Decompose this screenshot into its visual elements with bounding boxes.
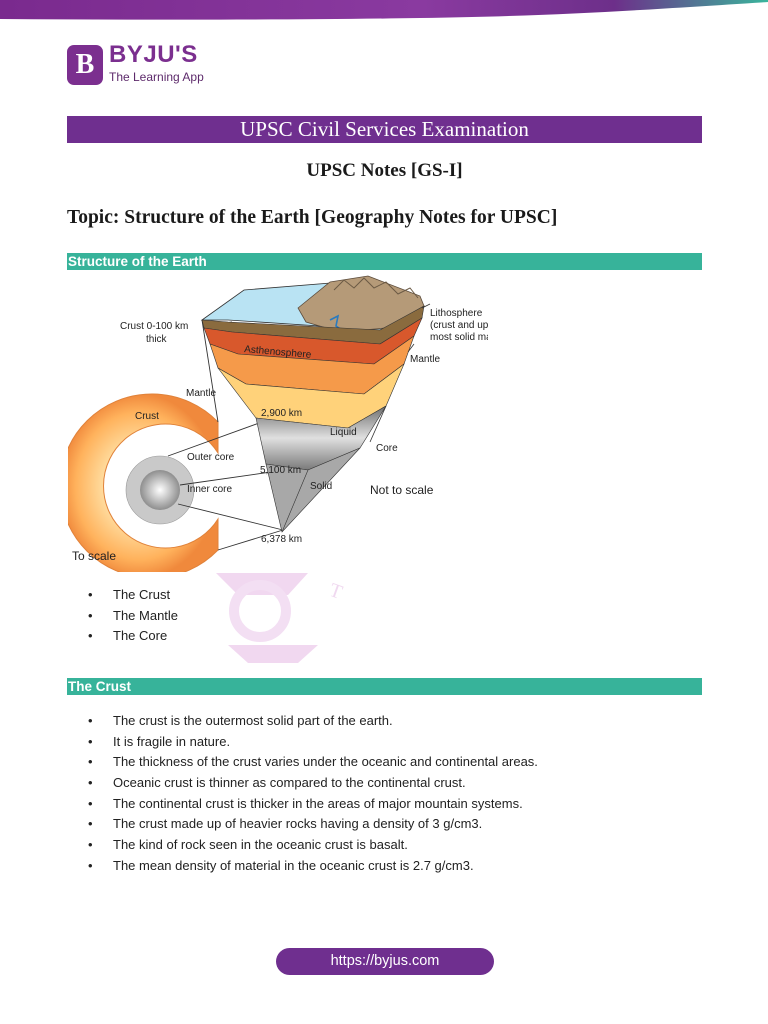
section-heading-structure: Structure of the Earth	[67, 253, 702, 270]
label-crust-thickness: Crust 0-100 km	[120, 321, 188, 332]
logo-letter: B	[75, 49, 95, 80]
list-item: Oceanic crust is thinner as compared to …	[88, 773, 538, 794]
right-callout-lines	[369, 303, 431, 443]
earth-structure-diagram: Crust 0-100 km thick Lithosphere (crust …	[68, 275, 488, 572]
byjus-watermark: T	[216, 573, 345, 663]
logo-name: BYJU'S	[109, 41, 198, 68]
label-lithosphere-desc-2: most solid mantle)	[430, 332, 488, 343]
label-depth-5100: 5,100 km	[260, 465, 301, 476]
section-heading-structure-label: Structure of the Earth	[68, 254, 207, 269]
logo-tagline: The Learning App	[109, 70, 204, 84]
list-item: The Core	[88, 626, 178, 647]
logo-badge: B	[67, 45, 103, 85]
diagram-labels: Crust 0-100 km thick Lithosphere (crust …	[72, 308, 488, 563]
section-heading-crust-label: The Crust	[68, 679, 132, 694]
structure-layers-list: The Crust The Mantle The Core	[88, 585, 178, 647]
list-item: The thickness of the crust varies under …	[88, 752, 538, 773]
crust-facts-list: The crust is the outermost solid part of…	[88, 711, 538, 877]
list-item: The crust is the outermost solid part of…	[88, 711, 538, 732]
label-solid: Solid	[310, 481, 332, 492]
list-item: The Mantle	[88, 606, 178, 627]
label-core: Core	[376, 443, 398, 454]
label-lithosphere-desc-1: (crust and upper-	[430, 320, 488, 331]
earth-cross-section	[68, 393, 219, 572]
section-heading-crust: The Crust	[67, 678, 702, 695]
label-liquid: Liquid	[330, 427, 357, 438]
list-item: The kind of rock seen in the oceanic cru…	[88, 835, 538, 856]
label-mantle-right: Mantle	[410, 354, 440, 365]
document-title: UPSC Civil Services Examination	[67, 116, 702, 143]
label-depth-6378: 6,378 km	[261, 534, 302, 545]
label-not-to-scale: Not to scale	[370, 483, 434, 497]
topic-heading: Topic: Structure of the Earth [Geography…	[67, 207, 558, 228]
byjus-logo: B BYJU'S The Learning App	[67, 41, 207, 88]
label-depth-2900: 2,900 km	[261, 408, 302, 419]
list-item: The mean density of material in the ocea…	[88, 856, 538, 877]
label-inner-core: Inner core	[187, 484, 232, 495]
list-item: The continental crust is thicker in the …	[88, 794, 538, 815]
list-item: It is fragile in nature.	[88, 732, 538, 753]
label-mantle-left: Mantle	[186, 388, 216, 399]
document-subtitle: UPSC Notes [GS-I]	[306, 160, 463, 181]
footer-url-link[interactable]: https://byjus.com	[276, 948, 494, 975]
list-item: The crust made up of heavier rocks havin…	[88, 814, 538, 835]
svg-text:T: T	[326, 579, 345, 604]
top-decorative-band	[0, 0, 768, 20]
label-to-scale: To scale	[72, 549, 116, 563]
earth-wedge	[200, 275, 425, 533]
label-outer-core: Outer core	[187, 452, 235, 463]
label-crust: Crust	[135, 411, 159, 422]
list-item: The Crust	[88, 585, 178, 606]
label-crust-thick: thick	[146, 334, 168, 345]
label-lithosphere: Lithosphere	[430, 308, 483, 319]
